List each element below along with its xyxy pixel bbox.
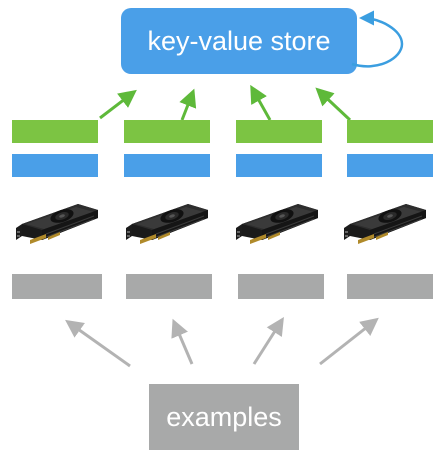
examples-label: examples [166,402,282,432]
key-value-store-box [121,8,357,74]
data-shard-bar [238,274,324,299]
parameter-bar [347,154,433,177]
gradient-bar [236,120,322,143]
push-arrow-1 [99,89,137,120]
gradient-bar [12,120,98,143]
example-arrow-4 [319,317,379,366]
data-shard-bar [126,274,212,299]
gpu-icon [343,203,427,245]
gpu-icon [125,203,209,245]
push-arrow-3 [250,84,272,121]
example-arrow-3 [252,316,284,365]
examples-box [149,384,299,450]
data-shard-bar [12,274,102,299]
parameter-bar [12,154,98,177]
gpu-icon [15,203,99,245]
worker-4 [343,120,433,299]
worker-3 [235,120,324,299]
example-arrow-2 [171,318,194,365]
push-arrow-2 [179,88,197,121]
store-self-loop-arrow [351,10,404,68]
example-arrow-1 [65,319,131,368]
data-shard-bar [347,274,433,299]
gradient-bar [347,120,433,143]
key-value-store-label: key-value store [147,26,330,56]
parameter-bar [236,154,322,177]
worker-1 [12,120,102,299]
parameter-bar [124,154,210,177]
gradient-bar [124,120,210,143]
push-arrow-4 [315,87,352,122]
gpu-icon [235,203,319,245]
worker-2 [124,120,212,299]
